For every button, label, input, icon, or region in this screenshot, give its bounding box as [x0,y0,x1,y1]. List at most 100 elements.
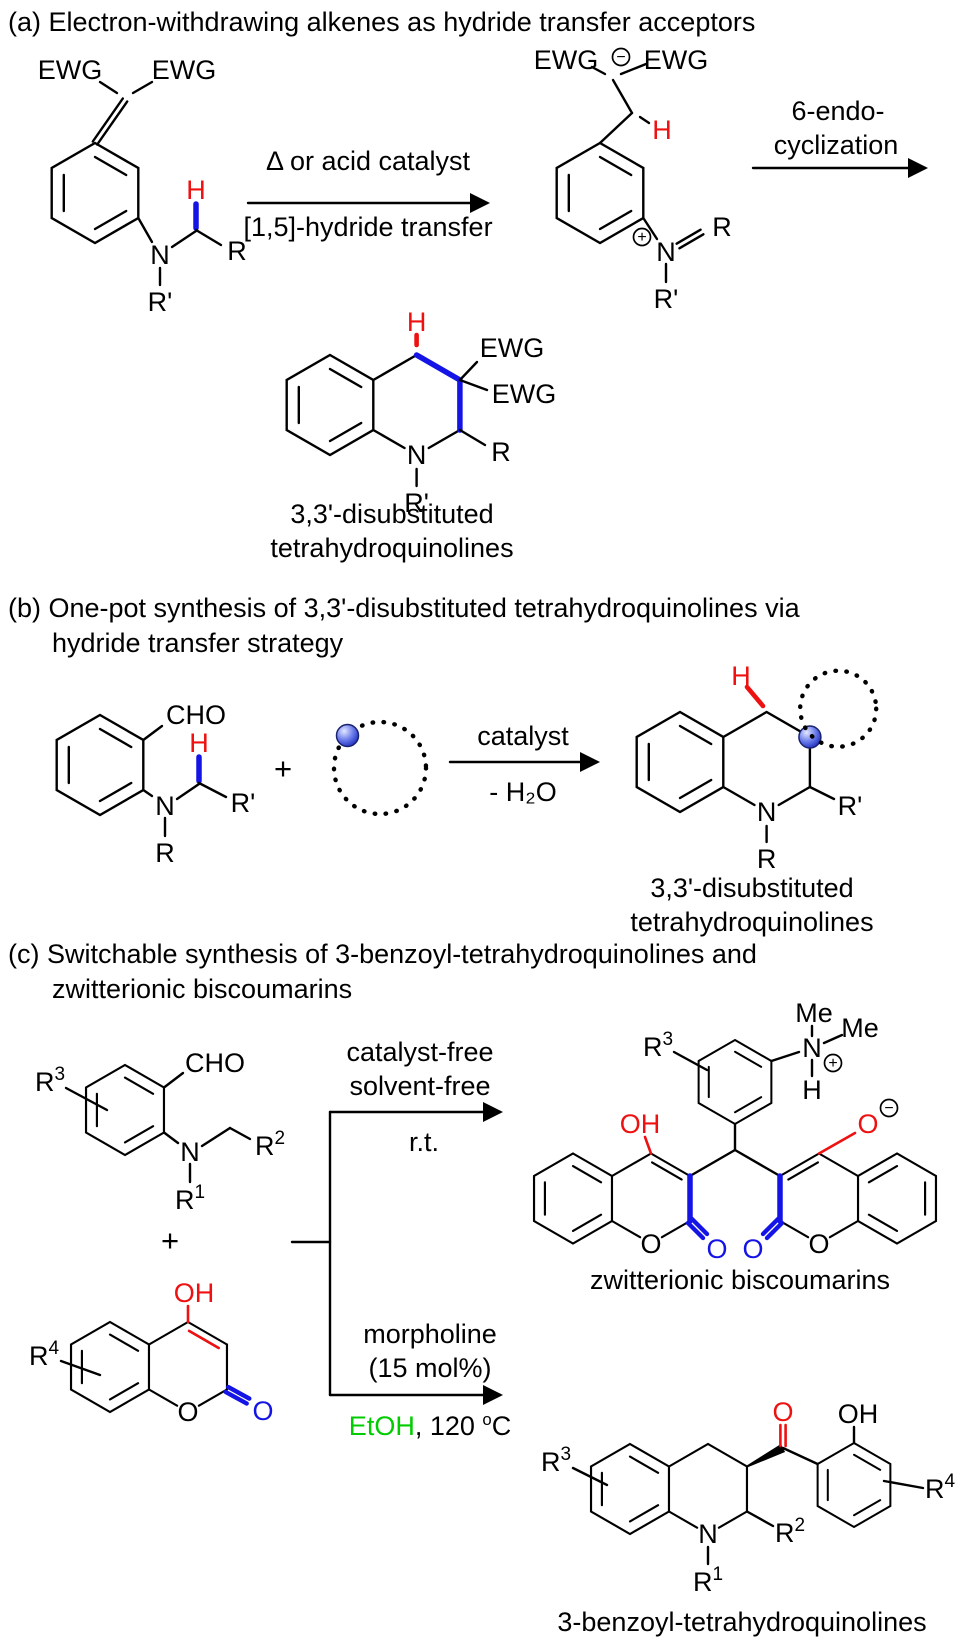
etoh-label: EtOH [348,1411,415,1441]
temperature-unit: C [491,1411,512,1441]
n-heterocycle-ring [722,710,812,807]
biscoumarin-caption: zwitterionic biscoumarins [589,1265,891,1295]
structure-c-biscoumarin: R3 N Me Me H + OH O O O − O O [532,998,938,1264]
nitrogen-label: N [656,237,676,267]
minus-charge-circle [879,1098,899,1118]
methyl-label: Me [795,998,833,1028]
ewg-label: EWG [492,379,557,409]
dotted-ring [331,719,429,817]
arrow-b-condition-bottom: - H₂O [489,777,557,807]
bottom-arrow-condition-line1: morpholine [363,1319,497,1349]
arrow2-condition-line2: cyclization [773,130,899,160]
ring-oxygen-label: O [808,1229,829,1259]
hydride-label: H [189,728,209,758]
carbonyl-oxygen-label: O [742,1234,763,1264]
r-prime-label: R' [654,284,679,314]
ewg-label: EWG [534,45,599,75]
structure-b-aldehyde: CHO N H R' R [55,700,255,868]
pyranone-ring [147,1320,229,1407]
bottom-arrow-condition-line2: (15 mol%) [368,1353,492,1383]
benzene-ring [816,1441,892,1529]
r-label: R [491,437,511,467]
section-b-title-line1: (b) One-pot synthesis of 3,3'-disubstitu… [8,593,800,623]
pyranone-ring [778,1152,860,1239]
cho-label: CHO [185,1048,245,1078]
benzene-ring [50,141,140,245]
benzene-ring [589,1442,671,1536]
plus-charge-circle [632,227,652,247]
hydride-label: H [407,307,427,337]
section-b-title-line2: hydride transfer strategy [52,628,344,658]
nh-hydrogen-label: H [802,1075,822,1105]
ketone-oxygen-label: O [772,1397,793,1427]
hydroxyl-label: OH [174,1278,215,1308]
benzene-ring [555,141,645,245]
arrow1-condition-top: Δ or acid catalyst [265,146,471,176]
arrow2-condition-line1: 6-endo- [791,96,885,126]
r1-label: R1 [693,1564,723,1597]
methyl-label: Me [841,1013,879,1043]
r-prime-label: R' [148,287,173,317]
hydride-label: H [186,175,206,205]
nitrogen-label: N [155,791,175,821]
nitrogen-label: N [757,797,777,827]
product-a-caption-line1: 3,3'-disubstituted [290,499,494,529]
benzene-ring [55,713,145,817]
r-label: R [155,838,175,868]
r2-label: R2 [775,1515,805,1548]
nucleophile-symbol [331,719,429,817]
plus-charge: + [637,229,646,246]
ring-oxygen-label: O [640,1229,661,1259]
wedge-bond [746,1444,786,1468]
benzene-ring [697,1038,773,1126]
arrow1-condition-bottom: [1,5]-hydride transfer [243,212,493,242]
r-prime-label: R' [404,488,429,518]
benzene-ring [635,710,725,814]
arrow-b-condition-top: catalyst [477,721,569,751]
product-a-caption-line2: tetrahydroquinolines [270,533,514,563]
benzene-ring [285,353,375,457]
branch-arrows [290,1102,503,1405]
benzene-ring [84,1063,166,1157]
ewg-label: EWG [38,55,103,85]
temperature-text: , 120 [414,1411,483,1441]
structure-b-product: H R' N R [635,661,879,874]
hydroxyl-label: OH [838,1399,879,1429]
ewg-label: EWG [644,45,709,75]
hydride-label: H [731,661,751,691]
r-label: R [757,844,777,874]
benzene-ring [532,1152,614,1245]
dotted-ring [798,668,879,749]
product-b-caption-line2: tetrahydroquinolines [630,907,874,937]
ring-oxygen-label: O [177,1397,198,1427]
structure-c-hydroxycoumarin: OH R4 O O [29,1278,274,1427]
structure-a-intermediate: EWG EWG − H N + R R' [534,45,732,314]
nitrogen-label: N [802,1033,822,1063]
nucleophilic-carbon-ball [798,725,822,749]
section-a-title: (a) Electron-withdrawing alkenes as hydr… [8,7,756,37]
minus-charge-circle [611,47,631,67]
minus-charge: − [884,1100,893,1117]
r-label: R [712,212,732,242]
r-prime-label: R' [838,791,863,821]
carbonyl-oxygen-label: O [252,1396,273,1426]
product-b-caption-line1: 3,3'-disubstituted [650,873,854,903]
r3-label: R3 [35,1064,65,1097]
r3-label: R3 [643,1029,673,1062]
top-arrow-condition-line1: catalyst-free [346,1037,494,1067]
nitrogen-label: N [180,1137,200,1167]
minus-charge: − [616,49,625,66]
enolate-oxygen-label: O [857,1109,878,1139]
r3-label: R3 [541,1444,571,1477]
r-label: R [227,236,247,266]
structure-a-product: H EWG EWG R N R' [285,307,557,518]
section-c-title-line1: (c) Switchable synthesis of 3-benzoyl-te… [8,939,757,969]
section-c-title-line2: zwitterionic biscoumarins [52,974,353,1004]
top-arrow-condition-line3: r.t. [408,1127,440,1157]
plus-sign: + [273,751,293,786]
benzene-ring [856,1152,938,1245]
plus-sign: + [160,1223,180,1258]
pyranone-ring [610,1152,692,1239]
